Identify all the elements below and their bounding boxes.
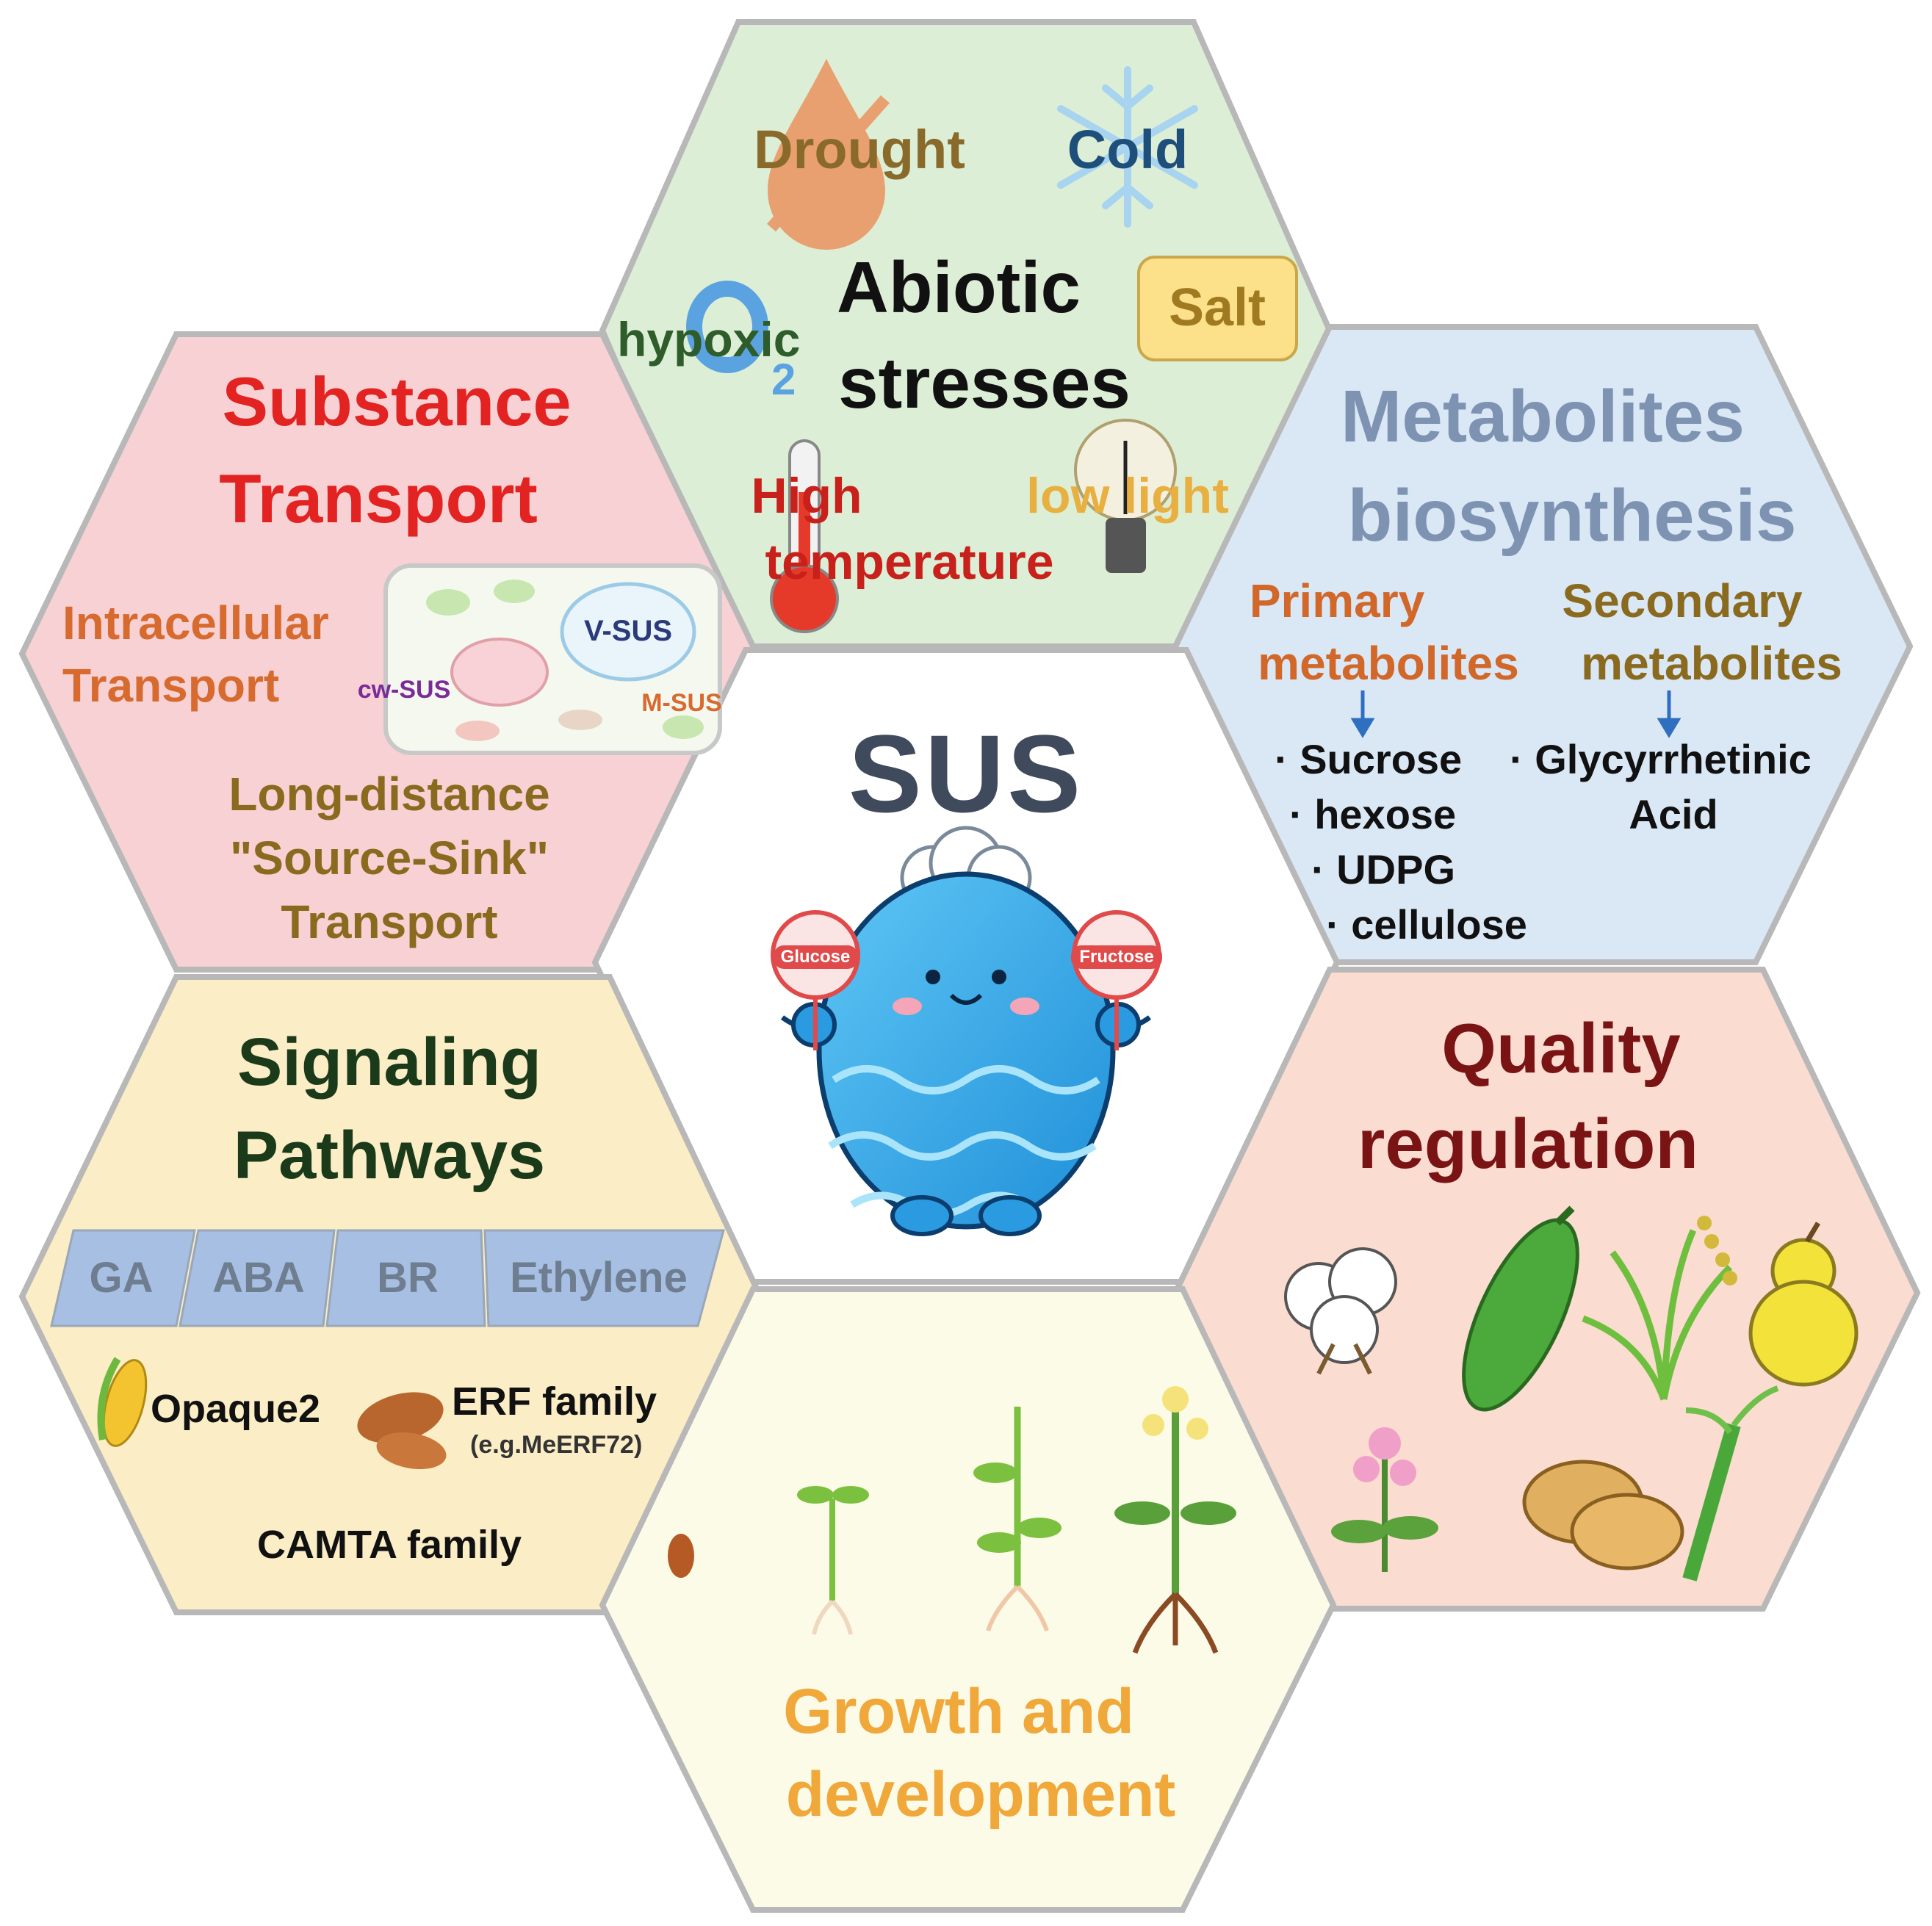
intracellular-line1: Intracellular: [62, 596, 329, 649]
plant-cell-icon: [383, 563, 722, 755]
arrow-down-icon-secondary: [1657, 690, 1682, 738]
primary-item-cellulose: · cellulose: [1326, 901, 1527, 948]
cold-label: Cold: [1067, 119, 1189, 180]
abiotic-title-line2: stresses: [838, 342, 1131, 423]
hormone-ga-label: GA: [89, 1254, 154, 1302]
hormone-box-ethylene: [483, 1229, 725, 1327]
thermometer-icon: [770, 439, 839, 633]
opaque2-label: Opaque2: [151, 1387, 321, 1431]
transport-title-line2: Transport: [219, 460, 538, 537]
hypoxic-label: hypoxic: [617, 312, 801, 367]
erf-family-label: ERF family: [452, 1379, 657, 1424]
o2-subscript: 2: [771, 355, 796, 404]
hormone-ethylene-label: Ethylene: [510, 1254, 688, 1302]
sus-title: SUS: [848, 712, 1084, 835]
signaling-title-line2: Pathways: [233, 1118, 546, 1193]
rice-plant-icon: [1582, 1216, 1737, 1401]
abiotic-title-line1: Abiotic: [836, 247, 1081, 328]
growth-title-line1: Growth and: [783, 1676, 1134, 1747]
long-distance-line3: Transport: [281, 895, 498, 948]
hormone-box-aba: [179, 1229, 336, 1327]
sweet-potato-icon: [357, 1392, 447, 1470]
hormone-br-label: BR: [377, 1254, 439, 1302]
fructose-sign-label: Fructose: [1079, 947, 1154, 967]
potato-icon: [1522, 1460, 1684, 1570]
sprout-icon: [797, 1486, 869, 1635]
glucose-sign-label: Glucose: [780, 947, 851, 967]
cotton-icon: [1284, 1247, 1397, 1375]
glucose-sign-banner: [774, 945, 858, 969]
low-light-label: low light: [1026, 468, 1229, 524]
secondary-item-acid: Acid: [1629, 791, 1718, 837]
drought-label: Drought: [754, 119, 965, 180]
growth-title-line2: development: [785, 1759, 1176, 1830]
flowering-plant-icon: [1114, 1386, 1236, 1654]
high-temp-line1: High: [751, 468, 862, 524]
cw-sus-label: cw-SUS: [357, 676, 451, 704]
secondary-item-glycyrrhetinic: · Glycyrrhetinic: [1510, 736, 1812, 782]
transport-title-line1: Substance: [222, 363, 572, 440]
long-distance-line2: "Source-Sink": [229, 832, 549, 884]
corn-icon: [97, 1357, 148, 1447]
metabolites-title-line2: biosynthesis: [1347, 475, 1797, 557]
water-drop-crossed-icon: [767, 59, 890, 250]
fructose-sign-banner: [1071, 945, 1162, 969]
long-distance-line1: Long-distance: [228, 768, 550, 820]
v-sus-label: V-SUS: [583, 615, 673, 647]
primary-item-hexose: · hexose: [1289, 791, 1457, 837]
erf-example-label: (e.g.MeERF72): [470, 1431, 643, 1459]
sugarcane-icon: [1682, 1385, 1779, 1581]
quality-title-line1: Quality: [1441, 1009, 1681, 1088]
hex-metabolites-biosynthesis: [1172, 324, 1914, 965]
seedling-icon: [973, 1407, 1061, 1631]
cucumber-icon: [1462, 1205, 1579, 1412]
high-temp-line2: temperature: [765, 534, 1054, 590]
arrow-down-icon-primary: [1350, 690, 1375, 738]
primary-line1: Primary: [1249, 574, 1425, 627]
camta-family-label: CAMTA family: [256, 1523, 522, 1567]
sus-mascot: [771, 826, 1161, 1236]
signaling-title-line1: Signaling: [237, 1025, 541, 1100]
m-sus-label: M-SUS: [641, 689, 722, 717]
flower-plant-icon: [1331, 1427, 1438, 1572]
hormone-aba-label: ABA: [212, 1254, 305, 1302]
pear-icon: [1748, 1222, 1859, 1387]
primary-line2: metabolites: [1258, 637, 1519, 690]
primary-item-sucrose: · Sucrose: [1275, 736, 1463, 782]
primary-item-udpg: · UDPG: [1311, 846, 1455, 892]
hormone-box-br: [325, 1229, 486, 1327]
secondary-line1: Secondary: [1562, 574, 1803, 627]
intracellular-line2: Transport: [62, 659, 280, 712]
light-bulb-icon: [1074, 419, 1177, 573]
salt-badge: [1137, 256, 1298, 361]
o2-molecule-icon: [686, 281, 768, 373]
salt-label: Salt: [1168, 278, 1266, 337]
hex-growth-development: [599, 1286, 1337, 1913]
snowflake-icon: [1057, 66, 1198, 228]
secondary-line2: metabolites: [1581, 637, 1842, 690]
seed-icon: [668, 1534, 694, 1578]
metabolites-title-line1: Metabolites: [1340, 375, 1745, 458]
quality-title-line2: regulation: [1357, 1105, 1699, 1183]
hormone-box-ga: [50, 1229, 196, 1327]
